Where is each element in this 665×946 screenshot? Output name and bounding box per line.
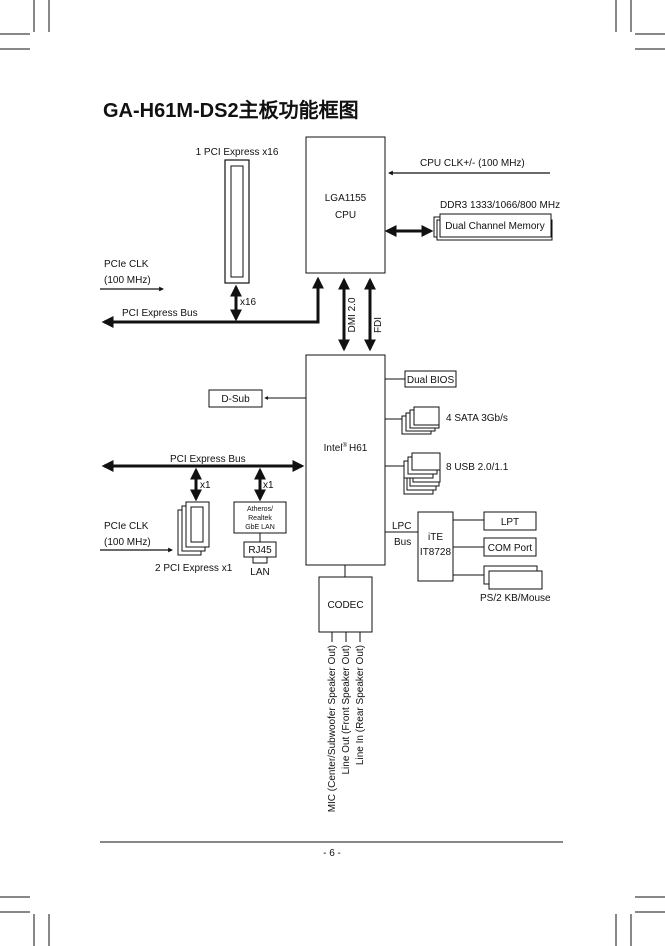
lan-chip-line1: Atheros/	[247, 506, 273, 513]
sata-label: 4 SATA 3Gb/s	[446, 413, 508, 424]
fdi-label: FDI	[373, 317, 384, 333]
memory-slot-front	[439, 213, 552, 238]
usb-ports	[403, 452, 441, 495]
ite-model-label: IT8728	[420, 547, 452, 558]
com-box	[483, 537, 537, 557]
pcie-clk-bot-label: PCIe CLK	[104, 521, 149, 532]
dmi-label: DMI 2.0	[347, 297, 358, 332]
pcie-x1-slots	[177, 501, 210, 556]
pci-express-bus-top-label: PCI Express Bus	[122, 308, 198, 319]
ps2-port-front	[488, 570, 543, 590]
pcie-x16-label: 1 PCI Express x16	[196, 147, 279, 158]
audio-mic-label: MIC (Center/Subwoofer Speaker Out)	[327, 645, 338, 812]
x1-right-label: x1	[263, 480, 274, 491]
pci-x1-label: 2 PCI Express x1	[155, 563, 233, 574]
chipset-label: Intel®H61	[324, 442, 368, 454]
lan-chip-box	[233, 501, 287, 534]
ddr3-label: DDR3 1333/1066/800 MHz	[440, 200, 560, 211]
pcie-clk-bot-freq: (100 MHz)	[104, 537, 151, 548]
sata-ports	[401, 406, 440, 435]
x16-label: x16	[240, 297, 257, 308]
chipset-box	[305, 354, 386, 566]
lpt-label: LPT	[501, 517, 519, 528]
pcie-clk-top-freq: (100 MHz)	[104, 275, 151, 286]
dsub-label: D-Sub	[221, 394, 250, 405]
pcie-clk-top-label: PCIe CLK	[104, 259, 149, 270]
usb-label: 8 USB 2.0/1.1	[446, 462, 509, 473]
lpc-label: LPC	[392, 521, 411, 532]
dual-channel-label: Dual Channel Memory	[445, 221, 545, 232]
cpu-clk-label: CPU CLK+/- (100 MHz)	[420, 158, 525, 169]
audio-linein-label: Line In (Rear Speaker Out)	[355, 645, 366, 765]
lan-chip-line3: GbE LAN	[245, 524, 275, 531]
lan-label: LAN	[250, 567, 269, 578]
codec-label: CODEC	[327, 600, 363, 611]
cpu-box	[305, 136, 386, 274]
com-label: COM Port	[488, 543, 533, 554]
codec-box	[318, 576, 373, 633]
dsub-box	[208, 389, 263, 408]
ite-label: iTE	[428, 532, 443, 543]
lan-chip-line2: Realtek	[248, 515, 272, 522]
cpu-socket-label: LGA1155	[325, 193, 367, 204]
page-title: GA-H61M-DS2主板功能框图	[103, 98, 359, 122]
ps2-label: PS/2 KB/Mouse	[480, 593, 551, 604]
lpt-box	[483, 511, 537, 531]
ite-box	[417, 511, 454, 582]
pcie-x16-slot-inner	[230, 165, 244, 278]
page-number: - 6 -	[323, 848, 341, 859]
x1-left-label: x1	[200, 480, 211, 491]
dual-bios-label: Dual BIOS	[407, 375, 455, 386]
rj45-tab	[252, 556, 268, 564]
pci-express-bus-mid-label: PCI Express Bus	[170, 454, 246, 465]
pci-express-bus-top	[101, 276, 324, 328]
lpc-bus-label: Bus	[394, 537, 411, 548]
cpu-label: CPU	[335, 210, 356, 221]
rj45-label: RJ45	[248, 545, 272, 556]
audio-lineout-label: Line Out (Front Speaker Out)	[341, 645, 352, 775]
audio-lines	[331, 632, 361, 642]
